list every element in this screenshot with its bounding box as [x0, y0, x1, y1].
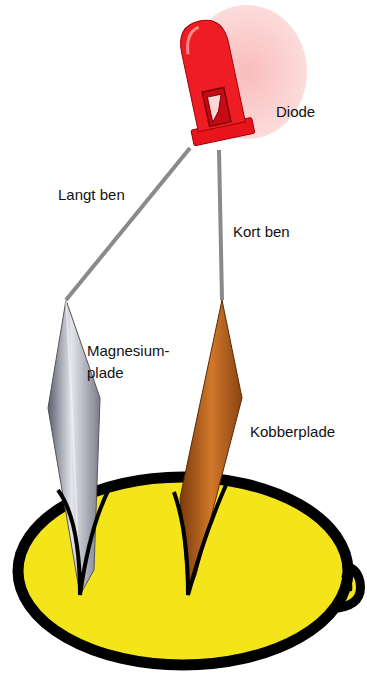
magnesium-slit: [58, 487, 110, 595]
led-shine: [183, 27, 204, 54]
copper-plate: [174, 300, 242, 595]
lemon-tip-line: [342, 575, 350, 591]
short-leg-label: Kort ben: [233, 221, 290, 243]
long-leg-label: Langt ben: [58, 184, 125, 206]
copper-plate-label: Kobberplade: [250, 421, 335, 443]
copper-slit: [174, 485, 226, 595]
copper-plate-shape: [180, 300, 242, 595]
led: [169, 15, 255, 146]
led-reflector: [202, 88, 231, 127]
diode-label: Diode: [276, 101, 315, 123]
short-leg: [219, 150, 222, 300]
led-anvil: [207, 94, 226, 122]
long-leg: [66, 148, 190, 300]
led-dome: [176, 16, 245, 132]
magnesium-plate-label: Magnesium- plade: [87, 340, 173, 384]
